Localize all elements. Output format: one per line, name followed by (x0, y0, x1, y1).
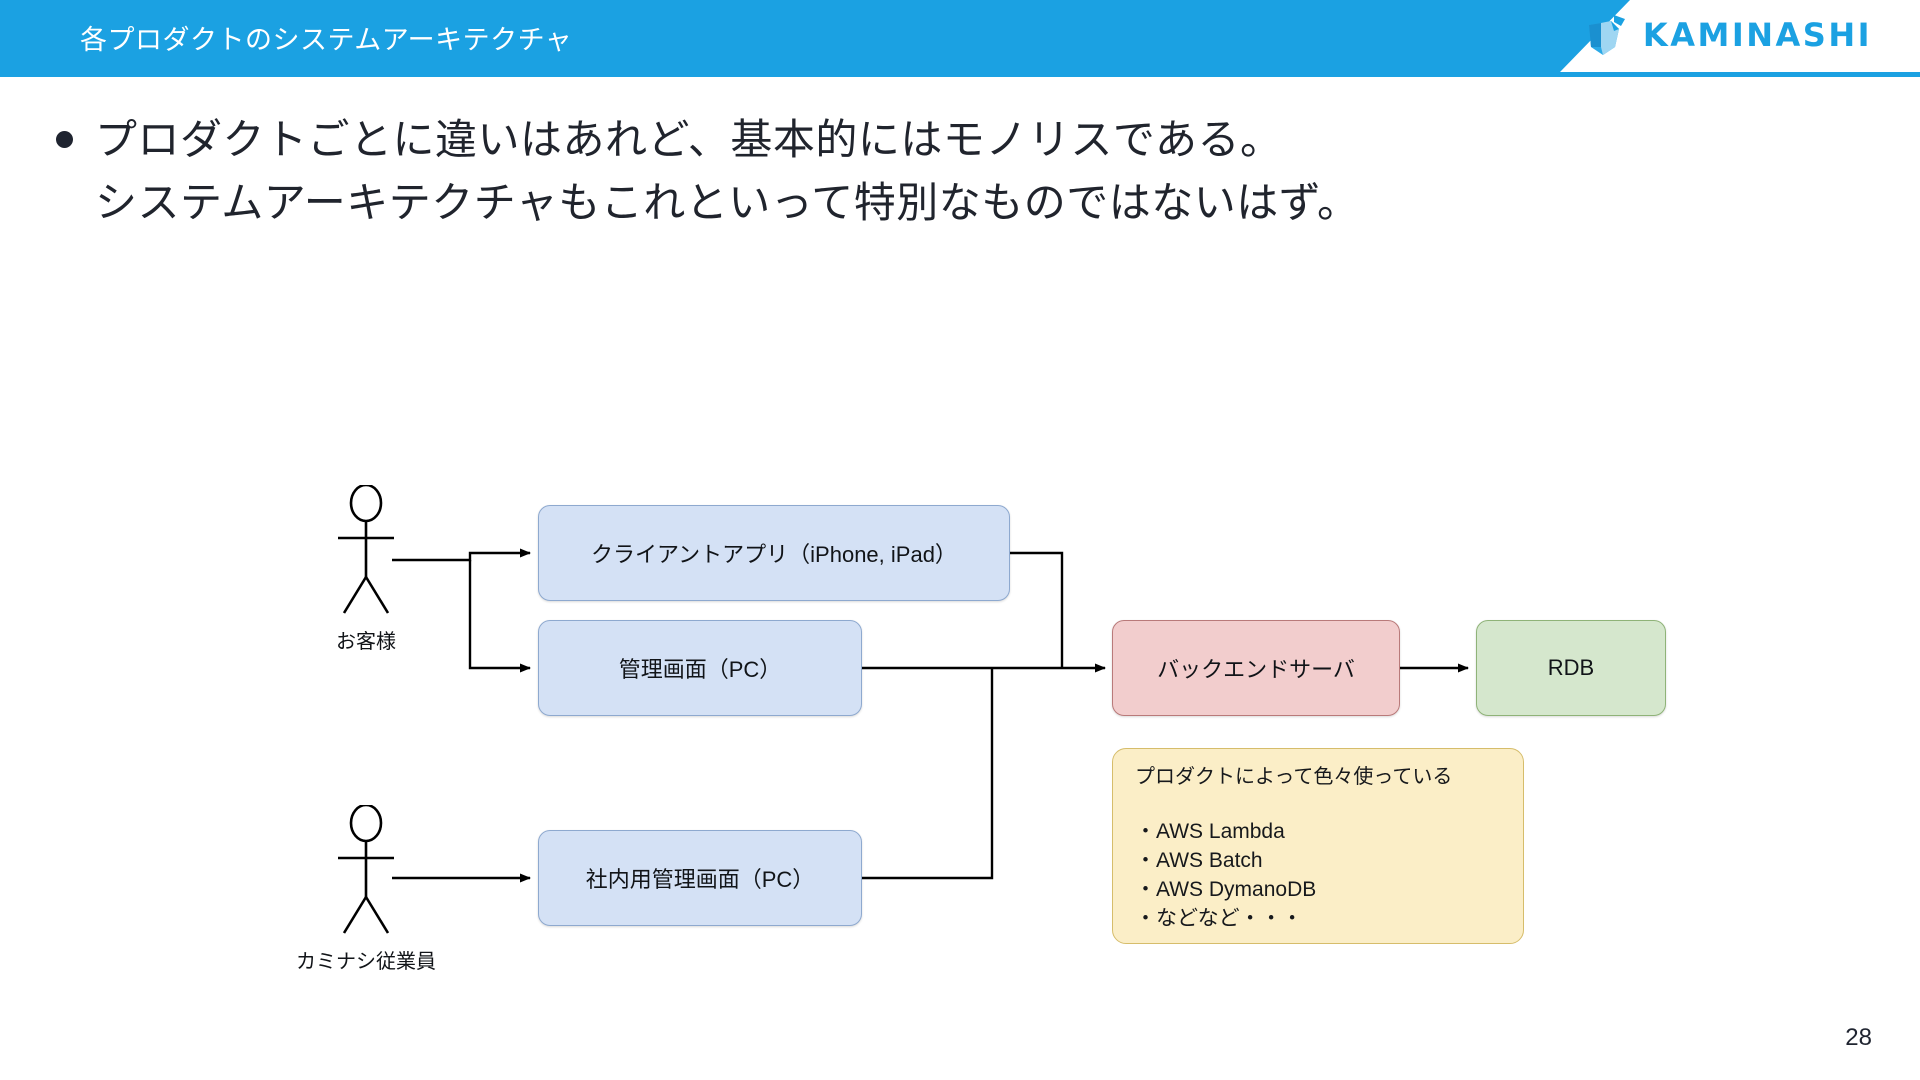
brand-wordmark: KAMINASHI (1642, 16, 1872, 54)
node-rdb: RDB (1476, 620, 1666, 716)
bullet-block: プロダクトごとに違いはあれど、基本的にはモノリスである。 システムアーキテクチャ… (56, 108, 1556, 234)
bullet-line-1: プロダクトごとに違いはあれど、基本的にはモノリスである。 (95, 116, 1283, 163)
note-item: ・AWS Batch (1135, 849, 1263, 872)
node-client-app: クライアントアプリ（iPhone, iPad） (538, 505, 1010, 601)
goat-logo-icon (1581, 13, 1633, 57)
node-admin-screen: 管理画面（PC） (538, 620, 862, 716)
actor-label-employee: カミナシ従業員 (296, 951, 436, 973)
page-number: 28 (1845, 1024, 1872, 1051)
bullet-text: プロダクトごとに違いはあれど、基本的にはモノリスである。 システムアーキテクチャ… (95, 108, 1360, 234)
note-aws-services: プロダクトによって色々使っている ・AWS Lambda ・AWS Batch … (1112, 748, 1524, 944)
note-item: ・AWS Lambda (1135, 820, 1285, 843)
header-underline-rule (0, 72, 1920, 77)
kaminashi-logo: KAMINASHI (1581, 12, 1872, 58)
note-item: ・などなど・・・ (1135, 907, 1303, 930)
actor-employee-icon (338, 805, 394, 934)
bullet-line-2: システムアーキテクチャもこれといって特別なものではないはず。 (95, 179, 1360, 226)
note-title: プロダクトによって色々使っている (1135, 766, 1453, 788)
bullet-dot-icon (56, 131, 73, 148)
header-background-shape (0, 0, 1630, 72)
actor-label-customer: お客様 (336, 631, 396, 653)
node-backend-server: バックエンドサーバ (1112, 620, 1400, 716)
actor-customer-icon (338, 485, 394, 614)
page-title: 各プロダクトのシステムアーキテクチャ (80, 25, 573, 55)
note-item: ・AWS DymanoDB (1135, 878, 1317, 901)
node-internal-admin-screen: 社内用管理画面（PC） (538, 830, 862, 926)
slide-header: 各プロダクトのシステムアーキテクチャ KAMINASHI (0, 0, 1920, 80)
